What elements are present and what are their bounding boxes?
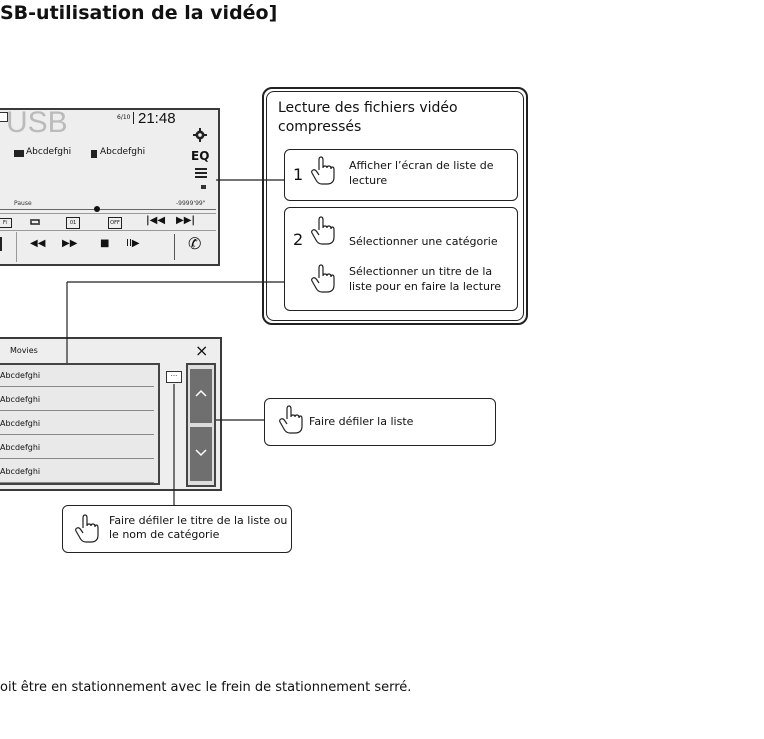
fullscreen-icon[interactable]: Fi: [0, 218, 12, 228]
next-icon[interactable]: ▶▶|: [176, 215, 196, 226]
page-heading: SB-utilisation de la vidéo]: [0, 2, 278, 24]
clock: 21:48: [138, 110, 176, 127]
progress-track[interactable]: [0, 209, 216, 210]
chapter-button[interactable]: 01: [66, 217, 80, 229]
phone-icon[interactable]: ✆: [188, 234, 202, 253]
step2-box: 2 Sélectionner une catégorie Sélectionne…: [284, 207, 518, 311]
more-button[interactable]: ···: [166, 371, 182, 383]
rewind-icon[interactable]: ◀◀: [30, 238, 46, 249]
slowplay-icon[interactable]: II▶: [126, 238, 140, 249]
hand-icon: [311, 264, 335, 293]
gear-icon[interactable]: [193, 128, 207, 142]
file-name: Abcdefghi: [100, 147, 146, 157]
subtitle-off-button[interactable]: OFF: [108, 217, 122, 229]
track-count: 6/10: [117, 114, 131, 121]
hand-icon: [311, 156, 335, 185]
scroll-title-text: Faire défiler le titre de la liste ou le…: [109, 514, 288, 541]
close-button[interactable]: ×: [195, 341, 209, 360]
footer-text: oit être en stationnement avec le frein …: [0, 680, 412, 695]
tab-movies[interactable]: Movies: [10, 346, 38, 355]
list-item[interactable]: Abcdefghi: [0, 365, 154, 387]
hand-icon: [75, 514, 99, 543]
scroll-list-callout: Faire défiler la liste: [264, 398, 496, 446]
chevron-down-icon: [195, 449, 207, 457]
list-screen: Movies × Abcdefghi Abcdefghi Abcdefghi A…: [0, 337, 222, 491]
folder-icon: [14, 150, 24, 157]
list-icon[interactable]: [195, 168, 207, 178]
panel-title: Lecture des fichiers vidéo compressés: [278, 100, 458, 135]
pause-label: Pause: [14, 200, 32, 207]
source-label: USB: [6, 106, 68, 139]
chevron-up-icon: [195, 389, 207, 397]
divider: [0, 213, 216, 214]
divider: [16, 232, 17, 262]
folder-name: Abcdefghi: [26, 147, 72, 157]
progress-handle[interactable]: [94, 206, 100, 212]
repeat-icon[interactable]: [28, 217, 42, 227]
hand-icon: [279, 405, 303, 434]
scroll-title-callout: Faire défiler le titre de la liste ou le…: [62, 505, 292, 553]
eq-button[interactable]: EQ: [191, 149, 210, 163]
list-item[interactable]: Abcdefghi: [0, 389, 154, 411]
pause-bar[interactable]: [0, 237, 2, 251]
list-item[interactable]: Abcdefghi: [0, 413, 154, 435]
instruction-panel: Lecture des fichiers vidéo compressés 1 …: [262, 87, 528, 325]
scroll-list-text: Faire défiler la liste: [309, 415, 414, 428]
divider: [0, 230, 216, 231]
prev-icon[interactable]: |◀◀: [146, 215, 166, 226]
list-item[interactable]: Abcdefghi: [0, 437, 154, 459]
divider: [174, 234, 175, 260]
list-item[interactable]: Abcdefghi: [0, 461, 154, 483]
playback-screen: USB Abcdefghi Abcdefghi 6/10 21:48 EQ Pa…: [0, 106, 220, 266]
divider: [133, 112, 134, 124]
step1-box: 1 Afficher l’écran de liste de lecture: [284, 149, 518, 201]
scrollbar[interactable]: [186, 363, 216, 487]
time-remaining: -9999'99": [176, 200, 206, 207]
hand-icon: [311, 216, 335, 245]
step2-number: 2: [293, 230, 304, 249]
list-panel: Abcdefghi Abcdefghi Abcdefghi Abcdefghi …: [0, 363, 160, 485]
stop-icon[interactable]: ■: [100, 238, 110, 249]
file-icon: [91, 150, 97, 158]
step1-text: Afficher l’écran de liste de lecture: [349, 159, 494, 187]
aspect-icon[interactable]: [201, 185, 206, 189]
step2-text-a: Sélectionner une catégorie: [349, 235, 498, 248]
scroll-down-button[interactable]: [190, 427, 212, 481]
step1-number: 1: [293, 165, 304, 184]
step2-text-b: Sélectionner un titre de la liste pour e…: [349, 265, 502, 293]
scroll-up-button[interactable]: [190, 369, 212, 423]
checkbox-icon[interactable]: [0, 112, 8, 122]
fastforward-icon[interactable]: ▶▶: [62, 238, 78, 249]
